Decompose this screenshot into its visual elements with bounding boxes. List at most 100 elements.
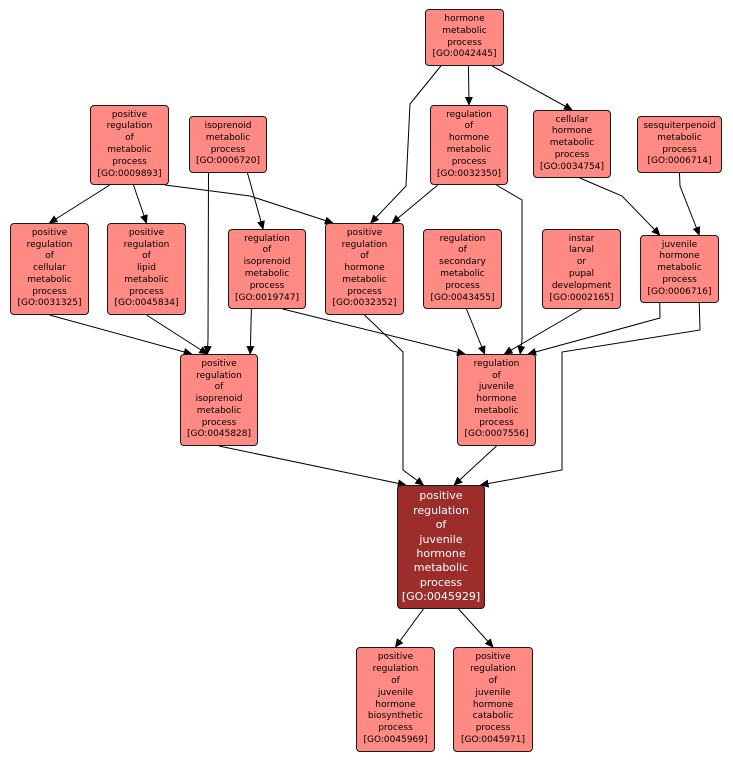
term-label-line: larval xyxy=(568,245,595,256)
term-label-line: or xyxy=(576,257,587,268)
term-label-line: of xyxy=(464,121,474,132)
term-label-line: process xyxy=(662,144,697,155)
term-label-line: [GO:0032350] xyxy=(436,168,502,179)
is-a-edge xyxy=(370,65,442,224)
term-label-line: positive xyxy=(31,227,68,238)
term-label-line: regulation xyxy=(244,233,290,244)
term-label-line: of xyxy=(458,245,467,256)
is-a-edge xyxy=(146,314,209,355)
term-label-line: positive xyxy=(377,652,414,663)
term-label-line: [GO:0045971] xyxy=(460,734,526,745)
term-label-line: hormone xyxy=(448,133,490,144)
term-label-line: of xyxy=(214,382,224,393)
term-label-line: [GO:0006714] xyxy=(647,156,712,167)
term-label-line: [GO:0042445] xyxy=(432,49,497,60)
term-label-line: juvenile xyxy=(661,239,698,250)
is-a-edge xyxy=(479,302,701,488)
is-a-edge xyxy=(464,65,473,106)
term-label-line: metabolic xyxy=(657,132,702,143)
term-label-line: metabolic xyxy=(342,274,387,285)
is-a-edge xyxy=(132,184,148,224)
term-label-line: metabolic xyxy=(442,25,487,36)
term-label-line: regulation xyxy=(413,503,469,517)
term-label-line: process xyxy=(347,286,382,297)
is-a-edge xyxy=(465,308,486,355)
term-label-line: [GO:0007556] xyxy=(464,429,529,440)
term-label-line: juvenile xyxy=(419,532,463,546)
is-a-edge xyxy=(579,177,661,236)
term-label-line: regulation xyxy=(446,109,492,120)
term-label-line: process xyxy=(32,286,67,297)
term-label-line: process xyxy=(451,156,487,167)
term-label-line: regulation xyxy=(106,121,153,132)
term-label-line: of xyxy=(435,518,447,532)
term-label-line: of xyxy=(45,251,54,262)
term-label-line: process xyxy=(479,417,514,428)
term-label-line: metabolic xyxy=(440,269,485,279)
term-label-line: metabolic xyxy=(413,561,469,575)
term-label-line: juvenile xyxy=(475,687,511,698)
is-a-edge xyxy=(164,184,334,225)
term-label-line: sesquiterpenoid xyxy=(643,120,716,131)
is-a-edge xyxy=(503,308,582,355)
term-label-line: lipid xyxy=(137,263,156,274)
term-label-line: regulation xyxy=(439,233,486,244)
term-label-line: metabolic xyxy=(446,145,492,155)
term-label-line: process xyxy=(447,37,482,48)
is-a-edge xyxy=(49,314,193,356)
term-label-line: hormone xyxy=(375,699,416,710)
is-a-edge xyxy=(458,608,494,648)
term-label-line: process xyxy=(662,274,697,285)
is-a-edge xyxy=(679,172,701,236)
term-label-line: [GO:0009893] xyxy=(97,168,162,179)
term-label-line: catabolic xyxy=(472,711,514,722)
term-label-line: metabolic xyxy=(657,263,702,274)
term-label-line: metabolic xyxy=(124,274,169,285)
term-label-line: [GO:0019747] xyxy=(234,292,300,303)
term-label-line: positive xyxy=(201,358,237,369)
term-label-line: metabolic xyxy=(27,274,72,285)
term-label-line: juvenile xyxy=(377,687,414,698)
term-label-line: process xyxy=(378,723,413,734)
term-label-line: process xyxy=(249,280,285,291)
term-label-line: [GO:0031325] xyxy=(17,298,82,309)
term-label-line: of xyxy=(391,675,400,686)
term-label-line: positive xyxy=(419,489,463,503)
is-a-edge xyxy=(282,308,466,356)
term-label-line: development xyxy=(551,280,612,291)
term-label-line: [GO:0045828] xyxy=(186,429,252,440)
term-label-line: hormone xyxy=(416,547,466,560)
term-label-line: hormone xyxy=(551,126,593,137)
term-label-line: juvenile xyxy=(478,382,515,393)
is-a-edge xyxy=(496,184,526,355)
term-label-line: regulation xyxy=(341,239,388,250)
term-label-line: metabolic xyxy=(549,138,595,149)
term-label-line: regulation xyxy=(470,664,516,675)
is-a-edge xyxy=(364,314,425,486)
term-label-line: isoprenoid xyxy=(243,257,291,268)
is-a-edge xyxy=(218,445,407,488)
term-label-line: process xyxy=(129,286,164,297)
term-label-line: process xyxy=(554,149,590,160)
term-label-line: metabolic xyxy=(205,132,251,143)
term-label-line: metabolic xyxy=(244,269,290,279)
term-label-line: regulation xyxy=(26,239,73,250)
term-label-line: process xyxy=(475,723,511,734)
term-label-line: metabolic xyxy=(474,405,519,416)
term-label-line: metabolic xyxy=(196,405,242,416)
term-label-line: hormone xyxy=(659,251,700,262)
